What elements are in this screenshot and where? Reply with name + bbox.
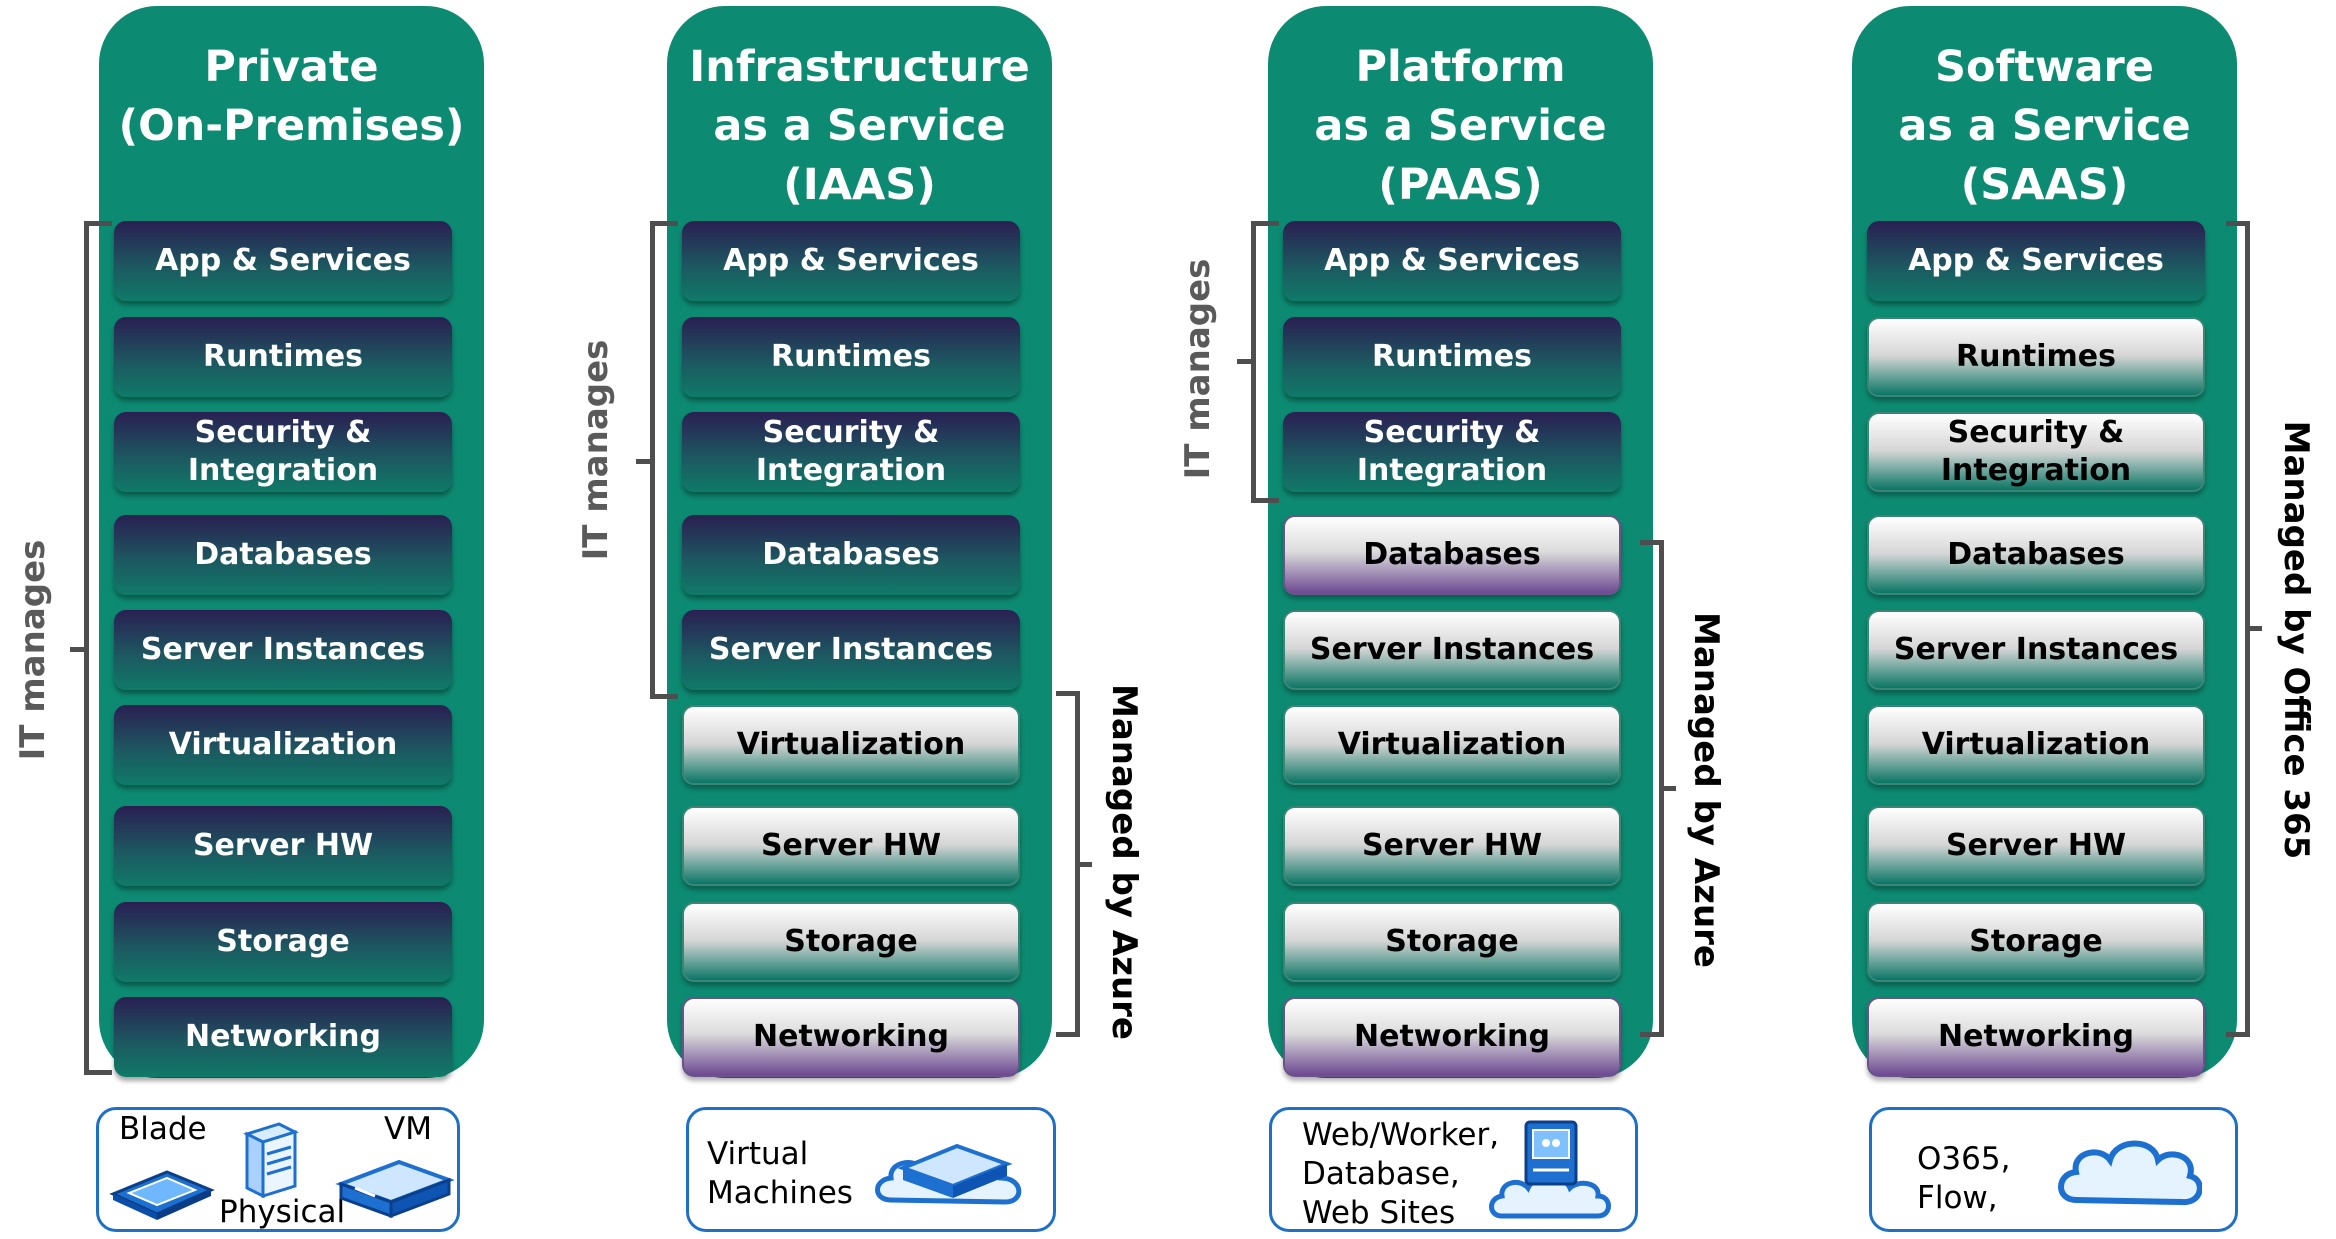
physical-server-icon bbox=[243, 1122, 299, 1199]
vm-server-icon bbox=[335, 1159, 455, 1219]
layer-app-services: App & Services bbox=[114, 221, 452, 301]
layer-networking: Networking bbox=[1867, 997, 2205, 1077]
layer-server-instances: Server Instances bbox=[1867, 610, 2205, 690]
physical-label: Physical bbox=[219, 1194, 346, 1230]
layer-networking: Networking bbox=[114, 997, 452, 1077]
column-title: Private (On-Premises) bbox=[118, 42, 465, 151]
layer-virtualization: Virtualization bbox=[114, 705, 452, 785]
it-manages-bracket bbox=[1251, 221, 1279, 503]
layer-server-instances: Server Instances bbox=[114, 610, 452, 690]
cloud-server-icon bbox=[875, 1143, 1022, 1205]
blade-label: Blade bbox=[119, 1111, 207, 1147]
bracket-tick bbox=[1662, 786, 1676, 791]
layer-server-hw: Server HW bbox=[682, 806, 1020, 886]
layer-storage: Storage bbox=[114, 902, 452, 982]
layer-app-services: App & Services bbox=[1867, 221, 2205, 301]
column-title: Platform as a Service (PAAS) bbox=[1314, 42, 1607, 210]
bracket-tick bbox=[1237, 359, 1251, 364]
managed-by-azure-label: Managed by Azure bbox=[1104, 684, 1144, 1040]
cloud-app-icon bbox=[1489, 1120, 1611, 1219]
layer-security-integration: Security & Integration bbox=[682, 412, 1020, 492]
layer-app-services: App & Services bbox=[682, 221, 1020, 301]
private-hardware-box: Blade VM Physical bbox=[96, 1107, 460, 1232]
layer-databases: Databases bbox=[682, 515, 1020, 595]
layer-runtimes: Runtimes bbox=[682, 317, 1020, 397]
paas-services-text: Web/Worker, Database, Web Sites bbox=[1302, 1117, 1500, 1231]
layer-app-services: App & Services bbox=[1283, 221, 1621, 301]
managed-by-azure-bracket bbox=[1640, 540, 1664, 1037]
bracket-tick bbox=[1078, 862, 1092, 867]
layer-storage: Storage bbox=[682, 902, 1020, 982]
layer-server-instances: Server Instances bbox=[682, 610, 1020, 690]
it-manages-bracket bbox=[84, 221, 112, 1075]
saas-services-text: O365, Flow, bbox=[1917, 1141, 2011, 1216]
layer-databases: Databases bbox=[114, 515, 452, 595]
layer-networking: Networking bbox=[682, 997, 1020, 1077]
cloud-icon bbox=[2058, 1140, 2202, 1206]
blade-server-icon bbox=[109, 1170, 215, 1220]
managed-by-azure-label: Managed by Azure bbox=[1686, 612, 1726, 968]
saas-services-box: O365, Flow, bbox=[1869, 1107, 2238, 1232]
column-title: Software as a Service (SAAS) bbox=[1898, 42, 2191, 210]
iaas-services-text: Virtual Machines bbox=[707, 1136, 853, 1211]
layer-security-integration: Security & Integration bbox=[1283, 412, 1621, 492]
layer-server-hw: Server HW bbox=[114, 806, 452, 886]
column-title: Infrastructure as a Service (IAAS) bbox=[689, 42, 1030, 210]
bracket-tick bbox=[2248, 626, 2262, 631]
it-manages-label: IT manages bbox=[576, 339, 616, 561]
it-manages-label: IT manages bbox=[1178, 258, 1218, 480]
layer-storage: Storage bbox=[1867, 902, 2205, 982]
layer-runtimes: Runtimes bbox=[114, 317, 452, 397]
iaas-services-box: Virtual Machines bbox=[686, 1107, 1056, 1232]
it-manages-label: IT manages bbox=[13, 539, 53, 761]
layer-security-integration: Security & Integration bbox=[1867, 412, 2205, 492]
managed-by-office-365-bracket bbox=[2226, 221, 2250, 1037]
layer-storage: Storage bbox=[1283, 902, 1621, 982]
layer-server-hw: Server HW bbox=[1867, 806, 2205, 886]
layer-databases: Databases bbox=[1283, 515, 1621, 595]
layer-server-hw: Server HW bbox=[1283, 806, 1621, 886]
paas-services-box: Web/Worker, Database, Web Sites bbox=[1269, 1107, 1638, 1232]
layer-runtimes: Runtimes bbox=[1283, 317, 1621, 397]
layer-runtimes: Runtimes bbox=[1867, 317, 2205, 397]
bracket-tick bbox=[70, 647, 84, 652]
layer-virtualization: Virtualization bbox=[1867, 705, 2205, 785]
layer-virtualization: Virtualization bbox=[682, 705, 1020, 785]
column-saas: Software as a Service (SAAS) App & Servi… bbox=[1852, 6, 2237, 1078]
column-paas: Platform as a Service (PAAS) App & Servi… bbox=[1268, 6, 1653, 1078]
managed-by-office-365-label: Managed by Office 365 bbox=[2276, 420, 2316, 860]
bracket-tick bbox=[636, 459, 650, 464]
layer-server-instances: Server Instances bbox=[1283, 610, 1621, 690]
it-manages-bracket bbox=[650, 221, 678, 699]
layer-networking: Networking bbox=[1283, 997, 1621, 1077]
vm-label: VM bbox=[384, 1111, 432, 1147]
layer-security-integration: Security & Integration bbox=[114, 412, 452, 492]
column-private: Private (On-Premises) App & Services Run… bbox=[99, 6, 484, 1078]
layer-virtualization: Virtualization bbox=[1283, 705, 1621, 785]
layer-databases: Databases bbox=[1867, 515, 2205, 595]
column-iaas: Infrastructure as a Service (IAAS) App &… bbox=[667, 6, 1052, 1078]
managed-by-azure-bracket bbox=[1056, 691, 1080, 1037]
